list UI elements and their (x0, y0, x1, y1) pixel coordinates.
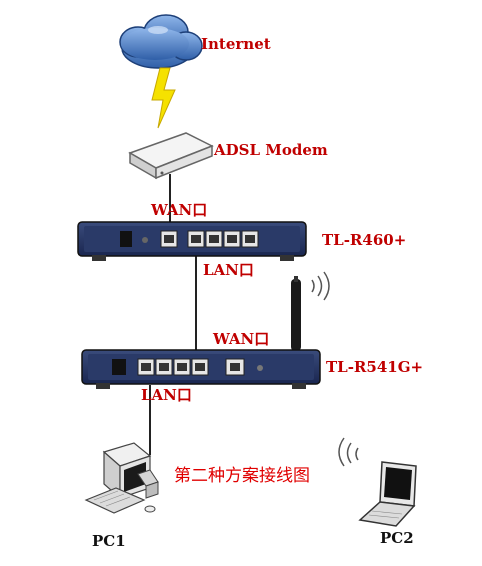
wan-port-label-bottom: WAN口 (213, 330, 270, 348)
router-tl-r460-icon (77, 221, 307, 261)
cloud-icon (119, 14, 203, 69)
cables (149, 174, 197, 455)
lan-port-label-top: LAN口 (203, 261, 254, 279)
pc2-laptop-icon (358, 461, 417, 527)
wifi-signal-icon (311, 271, 330, 301)
router-tl-r460-label: TL-R460+ (322, 231, 407, 249)
pc1-label: PC1 (92, 532, 126, 550)
lan-port-label-bottom: LAN口 (141, 386, 192, 404)
wan-port-label-top: WAN口 (151, 201, 208, 219)
internet-label: Internet (201, 35, 271, 53)
router-tl-r541g-icon (81, 276, 321, 389)
diagram-caption: 第二种方案接线图 (174, 466, 310, 486)
pc1-desktop-icon (84, 442, 159, 514)
adsl-modem-label: ADSL Modem (214, 141, 328, 159)
modem-icon (128, 132, 214, 180)
lightning-icon (151, 67, 176, 129)
pc2-wifi-signal-icon (338, 437, 359, 467)
pc2-label: PC2 (380, 529, 414, 547)
router-tl-r541g-label: TL-R541G+ (326, 358, 424, 376)
